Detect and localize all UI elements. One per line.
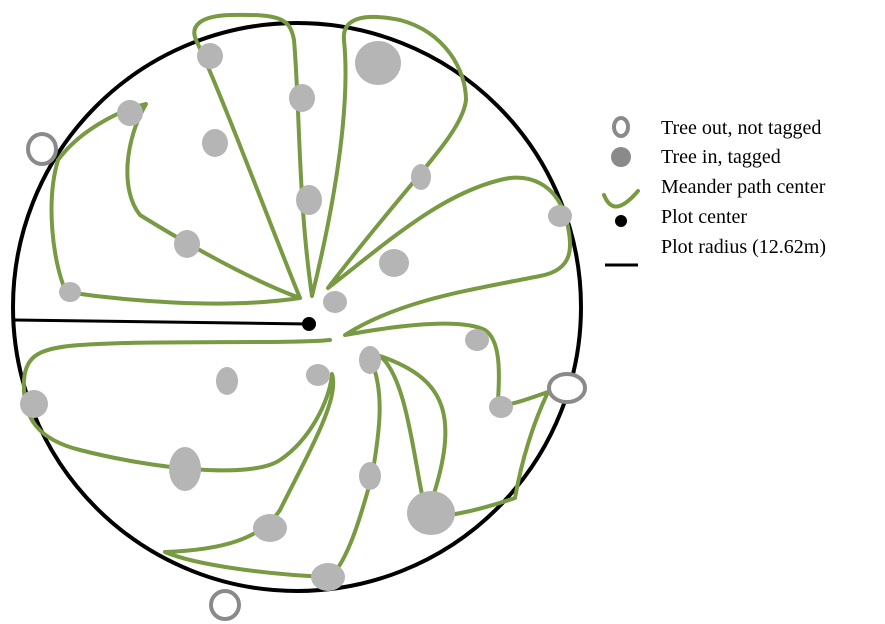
tree-in-marker <box>117 100 143 126</box>
tree-in-marker <box>379 249 409 277</box>
tree-in-marker <box>306 364 330 386</box>
plot-boundary-circle <box>11 21 583 593</box>
plot-center-dot <box>302 317 316 331</box>
tree-out-marker <box>26 132 58 166</box>
plot-radius-legend-label: Plot radius (12.62m) <box>661 236 826 258</box>
tree-out-marker <box>547 372 587 404</box>
plot-radius-line <box>13 318 309 326</box>
tree-in-marker <box>289 84 315 112</box>
tree-in-marker <box>311 563 345 591</box>
tree-out-legend-label: Tree out, not tagged <box>661 117 821 139</box>
tree-in-marker <box>197 43 223 69</box>
meander-legend-label: Meander path center <box>661 176 826 198</box>
legend: Tree out, not tagged Tree in, tagged Mea… <box>602 116 826 267</box>
tree-out-marker <box>209 589 241 621</box>
tree-in-marker <box>548 205 572 227</box>
tree-in-marker <box>174 230 200 258</box>
trees-out-not-tagged <box>26 132 587 621</box>
tree-in-marker <box>216 367 238 395</box>
tree-in-marker <box>202 129 228 157</box>
tree-in-marker <box>407 491 455 535</box>
tree-in-marker <box>359 462 381 490</box>
tree-in-marker <box>253 514 287 542</box>
plot-center-legend-icon <box>615 215 627 227</box>
meander-legend-icon <box>602 189 640 209</box>
tree-in-marker <box>169 447 201 491</box>
tree-in-marker <box>489 396 513 418</box>
tree-in-legend-icon <box>611 147 631 167</box>
tree-in-marker <box>59 282 81 302</box>
trees-in-tagged <box>20 41 572 591</box>
tree-in-marker <box>296 185 322 215</box>
tree-in-marker <box>411 164 431 190</box>
tree-in-marker <box>465 329 489 351</box>
tree-in-marker <box>323 291 347 313</box>
tree-in-marker <box>355 41 401 85</box>
tree-out-legend-icon <box>612 116 630 138</box>
tree-in-marker <box>359 346 381 374</box>
tree-in-marker <box>20 390 48 418</box>
plot-center-legend-label: Plot center <box>661 206 747 228</box>
tree-in-legend-label: Tree in, tagged <box>661 146 781 168</box>
